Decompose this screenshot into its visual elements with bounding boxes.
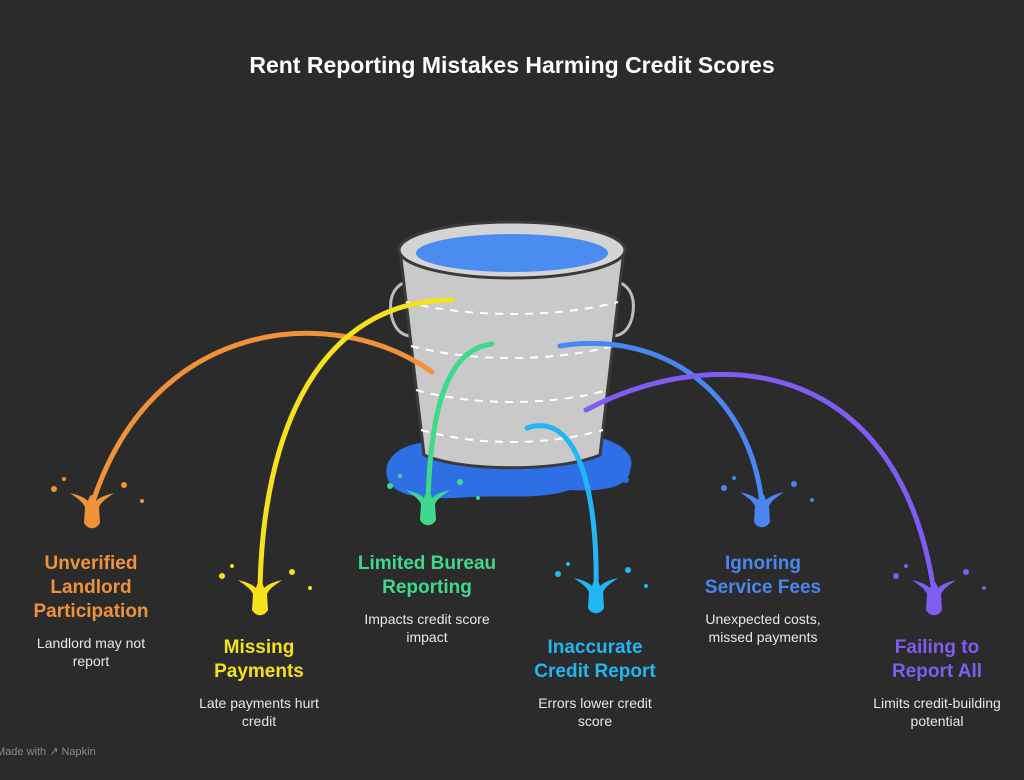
splash-drop	[791, 481, 797, 487]
bucket-handle	[389, 278, 413, 338]
splash-drop	[904, 564, 908, 568]
splash-drop	[387, 483, 393, 489]
item-missing-payments: Missing Payments Late payments hurt cred…	[174, 636, 344, 730]
splash-drop	[457, 479, 463, 485]
item-title: Limited Bureau Reporting	[357, 553, 497, 598]
item-unverified-landlord: Unverified Landlord Participation Landlo…	[6, 552, 176, 670]
item-limited-bureau: Limited Bureau Reporting Impacts credit …	[342, 552, 512, 646]
splash-drop	[893, 573, 899, 579]
splash-drop	[555, 571, 561, 577]
item-inaccurate-report: Inaccurate Credit Report Errors lower cr…	[510, 636, 680, 730]
splash-drop	[982, 586, 986, 590]
splash-shape	[70, 493, 114, 529]
leak-splashes	[51, 474, 986, 616]
leak-streams	[89, 297, 937, 595]
splash-drop	[644, 584, 648, 588]
splash-drop	[230, 564, 234, 568]
splash-drop	[51, 486, 57, 492]
item-title: Ignoring Service Fees	[704, 553, 822, 598]
item-description: Landlord may not report	[36, 635, 146, 669]
splash-drop	[732, 476, 736, 480]
splash-drop	[121, 482, 127, 488]
splash-drop	[721, 485, 727, 491]
splash-drop	[625, 567, 631, 573]
splash-shape	[238, 580, 282, 616]
item-description: Impacts credit score impact	[364, 611, 490, 645]
splash-shape	[912, 580, 956, 616]
splash-drop	[140, 499, 144, 503]
leak-stream	[89, 330, 435, 508]
bucket-water	[416, 234, 608, 272]
splash-shape	[406, 490, 450, 526]
page-title: Rent Reporting Mistakes Harming Credit S…	[249, 52, 775, 78]
bucket-bands	[405, 301, 619, 443]
leak-stream	[524, 423, 599, 593]
splash-drop	[398, 474, 402, 478]
item-title: Failing to Report All	[891, 637, 983, 682]
splash-drop	[566, 562, 570, 566]
splash-drop	[219, 573, 225, 579]
item-title: Inaccurate Credit Report	[534, 637, 656, 682]
splash-drop	[289, 569, 295, 575]
splash-shape	[740, 492, 784, 528]
napkin-footer: Made with ↗ Napkin	[0, 746, 96, 758]
splash-drop	[810, 498, 814, 502]
splash-drop	[476, 496, 480, 500]
leak-stream	[583, 372, 937, 595]
item-description: Errors lower credit score	[538, 695, 652, 729]
bucket-body	[398, 248, 626, 470]
item-title: Missing Payments	[214, 637, 304, 682]
splash-drop	[308, 586, 312, 590]
puddle-drop	[623, 477, 629, 483]
item-failing-report: Failing to Report All Limits credit-buil…	[852, 636, 1022, 730]
bucket-handle	[611, 278, 635, 338]
item-description: Limits credit-building potential	[873, 695, 1001, 729]
splash-shape	[574, 578, 618, 614]
puddle-drop	[392, 472, 400, 480]
item-ignoring-fees: Ignoring Service Fees Unexpected costs, …	[678, 552, 848, 646]
splash-drop	[62, 477, 66, 481]
leak-stream	[257, 297, 455, 595]
item-title: Unverified Landlord Participation	[33, 553, 149, 622]
item-description: Unexpected costs, missed payments	[705, 611, 821, 645]
leak-stream	[425, 341, 495, 505]
splash-drop	[963, 569, 969, 575]
item-description: Late payments hurt credit	[199, 695, 319, 729]
